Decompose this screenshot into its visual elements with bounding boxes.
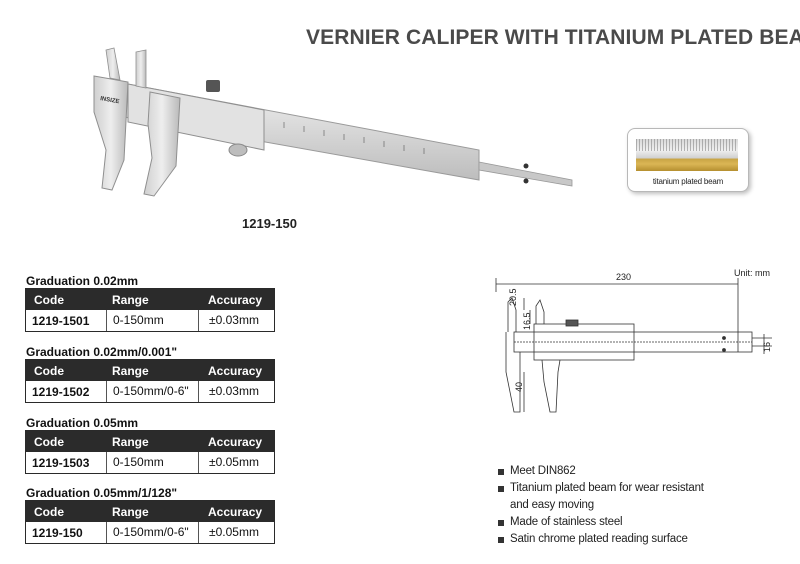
dim-230: 230 (616, 272, 631, 282)
list-item: Titanium plated beam for wear resistant (498, 480, 704, 497)
header-code: Code (34, 363, 64, 378)
sliding-jaw (143, 91, 181, 197)
beam-scale-ticks (636, 139, 738, 151)
table-header: Code Range Accuracy (26, 289, 274, 310)
depth-rod (478, 161, 573, 187)
dim-16: 16 (762, 342, 772, 352)
fixed-jaw (93, 75, 129, 191)
bullet-icon (498, 537, 504, 543)
table-header: Code Range Accuracy (26, 431, 274, 452)
table-row: 1219-1501 0-150mm ±0.03mm (26, 310, 274, 331)
header-range: Range (112, 363, 149, 378)
header-accuracy: Accuracy (208, 292, 263, 307)
beam-detail-card: titanium plated beam (627, 128, 749, 192)
graduation-label: Graduation 0.05mm/1/128" (26, 486, 178, 500)
header-code: Code (34, 434, 64, 449)
cell-accuracy: ±0.03mm (198, 310, 274, 331)
spec-table: Code Range Accuracy 1219-1501 0-150mm ±0… (25, 288, 275, 332)
cell-code: 1219-1502 (32, 384, 90, 399)
unit-label: Unit: mm (734, 268, 770, 278)
spec-table: Code Range Accuracy 1219-1502 0-150mm/0-… (25, 359, 275, 403)
header-accuracy: Accuracy (208, 434, 263, 449)
table-header: Code Range Accuracy (26, 360, 274, 381)
list-item: Made of stainless steel (498, 514, 704, 531)
cell-range: 0-150mm/0-6" (106, 522, 198, 543)
cell-range: 0-150mm (106, 310, 198, 331)
list-item: Satin chrome plated reading surface (498, 531, 704, 548)
technical-drawing: 230 20.5 16.5 16 40 (495, 272, 772, 413)
cell-code: 1219-1503 (32, 455, 90, 470)
spec-table: Code Range Accuracy 1219-150 0-150mm/0-6… (25, 500, 275, 544)
brand-mark: INSIZE (100, 96, 120, 105)
dim-40: 40 (514, 382, 524, 392)
header-range: Range (112, 434, 149, 449)
header-accuracy: Accuracy (208, 504, 263, 519)
sliding-inside-jaw (135, 49, 147, 89)
header-range: Range (112, 504, 149, 519)
feature-list: Meet DIN862 Titanium plated beam for wea… (498, 463, 704, 548)
cell-code: 1219-150 (32, 525, 83, 540)
caliper-image: INSIZE (93, 47, 573, 197)
drawing-sliding-jaw (541, 359, 561, 413)
page-title: VERNIER CALIPER WITH TITANIUM PLATED BEA… (306, 26, 800, 49)
bullet-icon (498, 486, 504, 492)
table-row: 1219-150 0-150mm/0-6" ±0.05mm (26, 522, 274, 543)
cell-code: 1219-1501 (32, 313, 90, 328)
table-row: 1219-1502 0-150mm/0-6" ±0.03mm (26, 381, 274, 402)
cell-accuracy: ±0.05mm (198, 452, 274, 473)
header-code: Code (34, 504, 64, 519)
header-range: Range (112, 292, 149, 307)
drawing-lock-screw (565, 319, 579, 327)
list-item: Meet DIN862 (498, 463, 704, 480)
table-header: Code Range Accuracy (26, 501, 274, 522)
fixed-inside-jaw (105, 47, 121, 81)
dim-16-5: 16.5 (522, 312, 532, 330)
cell-range: 0-150mm (106, 452, 198, 473)
lock-screw (206, 80, 220, 92)
bullet-icon (498, 520, 504, 526)
drawing-slider (533, 323, 635, 361)
cell-accuracy: ±0.05mm (198, 522, 274, 543)
thumb-roller (228, 143, 248, 157)
bullet-icon (498, 469, 504, 475)
spec-table: Code Range Accuracy 1219-1503 0-150mm ±0… (25, 430, 275, 474)
cell-range: 0-150mm/0-6" (106, 381, 198, 402)
dim-20-5: 20.5 (508, 288, 518, 306)
cell-accuracy: ±0.03mm (198, 381, 274, 402)
list-item-continuation: and easy moving (510, 499, 594, 511)
graduation-label: Graduation 0.02mm (26, 274, 139, 288)
graduation-label: Graduation 0.02mm/0.001" (26, 345, 178, 359)
graduation-label: Graduation 0.05mm (26, 416, 139, 430)
drawing-fixed-jaw (505, 332, 521, 413)
header-accuracy: Accuracy (208, 363, 263, 378)
beam-caption: titanium plated beam (652, 177, 724, 186)
main-scale (203, 106, 425, 154)
model-label: 1219-150 (242, 216, 297, 231)
table-row: 1219-1503 0-150mm ±0.05mm (26, 452, 274, 473)
header-code: Code (34, 292, 64, 307)
